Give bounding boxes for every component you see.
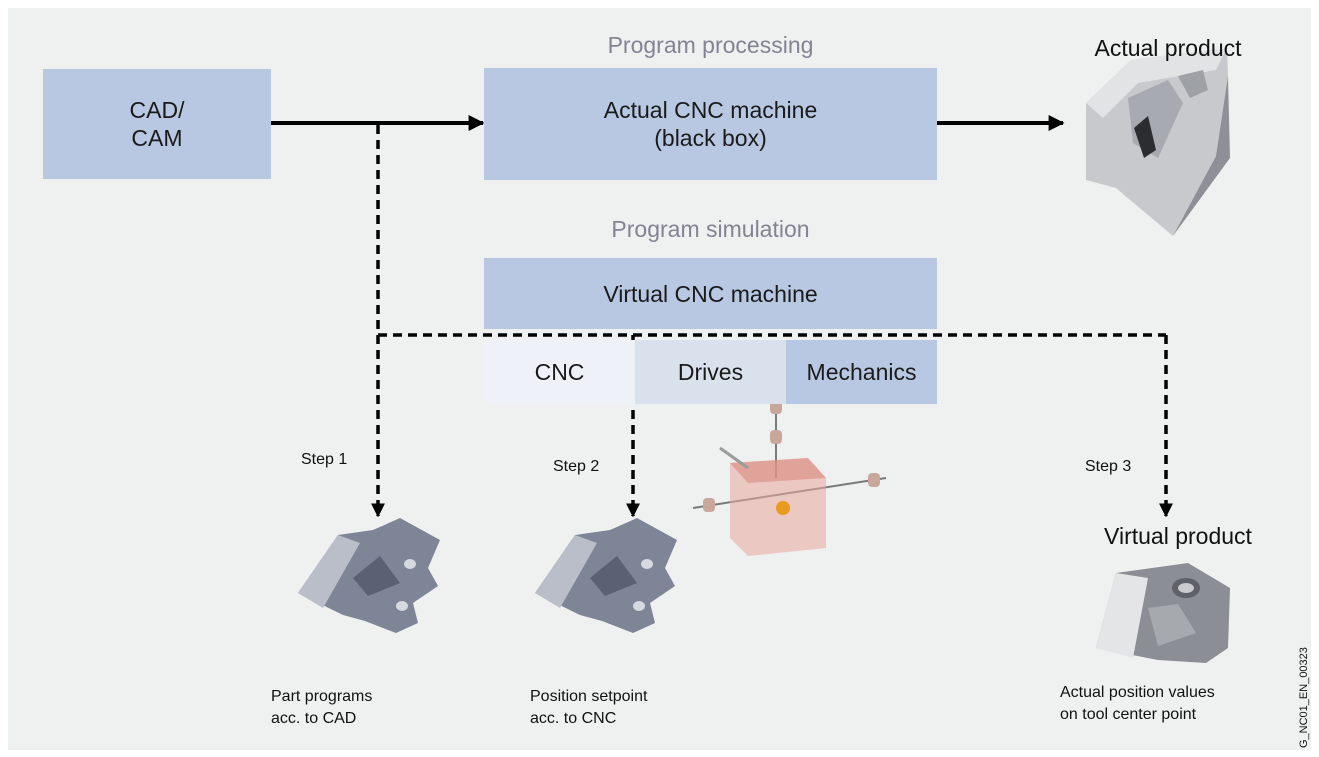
step-3-label: Step 3 — [1085, 458, 1132, 475]
virtual-product-label: Virtual product — [1104, 523, 1252, 549]
note-actual-position: Actual position values on tool center po… — [1060, 684, 1215, 723]
component-mechanics: Mechanics — [786, 340, 937, 404]
program-simulation-label: Program simulation — [611, 216, 810, 242]
step-1-label: Step 1 — [301, 451, 348, 468]
component-cnc: CNC — [484, 340, 635, 404]
document-id: G_NC01_EN_00323 — [1298, 647, 1310, 748]
virtual-product-surface-image — [1096, 563, 1230, 663]
actual-product-label: Actual product — [1094, 35, 1242, 61]
part-program-surface-image — [298, 518, 440, 633]
virtual-cnc-machine-box: Virtual CNC machine — [484, 258, 937, 329]
position-setpoint-surface-image — [535, 518, 677, 633]
actual-cnc-machine-box: Actual CNC machine (black box) — [484, 68, 937, 180]
virtual-machine-model-image — [692, 400, 887, 556]
step-2-label: Step 2 — [553, 458, 600, 475]
connector-layer — [271, 48, 1230, 663]
note-position-setpoint: Position setpoint acc. to CNC — [530, 688, 648, 727]
diagram-canvas: CAD/ CAM Program processing Actual CNC m… — [8, 8, 1311, 750]
component-drives: Drives — [635, 340, 786, 404]
actual-product-image — [1086, 48, 1230, 236]
note-part-programs: Part programs acc. to CAD — [271, 688, 373, 727]
cad-cam-box: CAD/ CAM — [43, 69, 271, 179]
program-processing-label: Program processing — [607, 32, 814, 58]
